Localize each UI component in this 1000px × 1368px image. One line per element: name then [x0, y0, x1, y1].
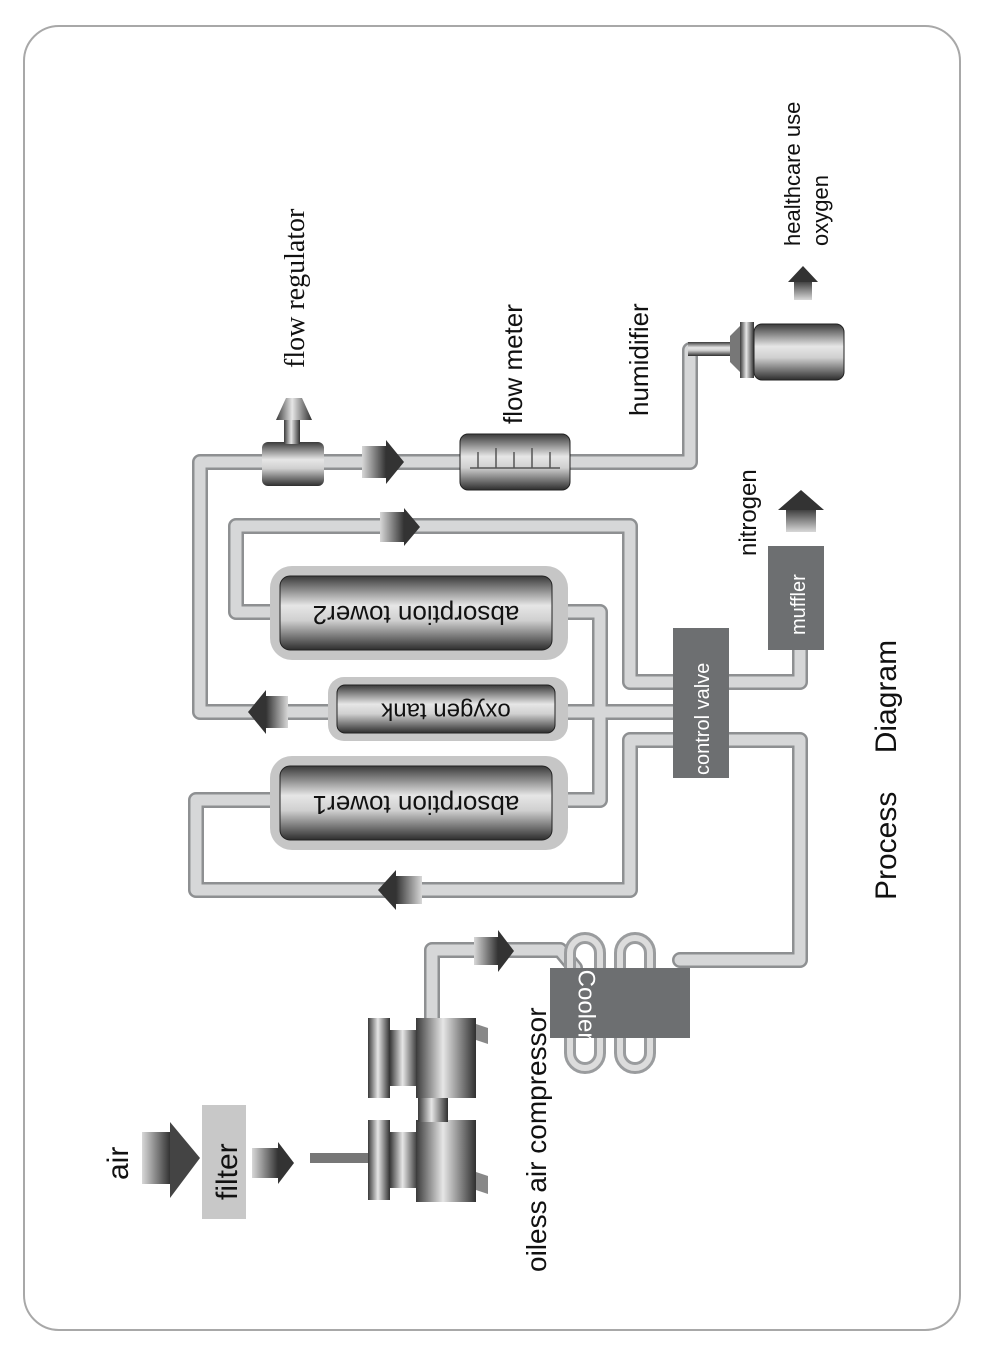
- muffler-label: muffler: [788, 574, 810, 635]
- output-label-line2: oxygen: [808, 175, 833, 246]
- air-label: air: [102, 1147, 135, 1180]
- air-inlet-arrow: [142, 1122, 200, 1198]
- compressor-out-arrow: [474, 930, 514, 972]
- tank-out-arrow: [248, 690, 288, 734]
- tower2-return-arrow: [380, 508, 420, 546]
- diagram-frame: [23, 25, 961, 1331]
- nitrogen-label: nitrogen: [735, 469, 762, 556]
- flow-regulator-label: flow regulator: [280, 208, 311, 368]
- absorption-tower-1: absorption tower1: [270, 756, 568, 850]
- muffler: muffler: [768, 546, 824, 650]
- oxygen-tank: oxygen tank: [328, 677, 568, 741]
- cooler: Cooler: [550, 968, 690, 1040]
- absorption-tower-2: absorption tower2: [270, 566, 568, 660]
- tower1-inlet-arrow: [378, 870, 422, 910]
- oxygen-tank-label: oxygen tank: [380, 698, 510, 725]
- cooler-label: Cooler: [573, 970, 600, 1041]
- diagram-title: Process Diagram: [870, 640, 903, 900]
- output-label-line1: healthcare use: [780, 102, 805, 246]
- control-valve-label: control valve: [692, 663, 714, 775]
- filter: filter: [202, 1105, 246, 1219]
- tower1-label: absorption tower1: [313, 790, 520, 820]
- compressor-label: oiless air compressor: [521, 1007, 552, 1272]
- flow-meter: [459, 433, 571, 491]
- flow-regulator: [262, 398, 324, 486]
- regulator-out-arrow: [362, 440, 404, 484]
- humidifier: [688, 322, 845, 381]
- filter-out-arrow: [252, 1142, 294, 1184]
- humidifier-label: humidifier: [624, 303, 654, 416]
- filter-label: filter: [211, 1143, 244, 1200]
- control-valve: control valve: [673, 628, 729, 778]
- air-compressor: [310, 1018, 488, 1202]
- flow-meter-label: flow meter: [498, 304, 528, 424]
- nitrogen-output-arrow: [778, 490, 824, 532]
- tower2-label: absorption tower2: [313, 600, 520, 630]
- oxygen-output-arrow: [788, 266, 818, 300]
